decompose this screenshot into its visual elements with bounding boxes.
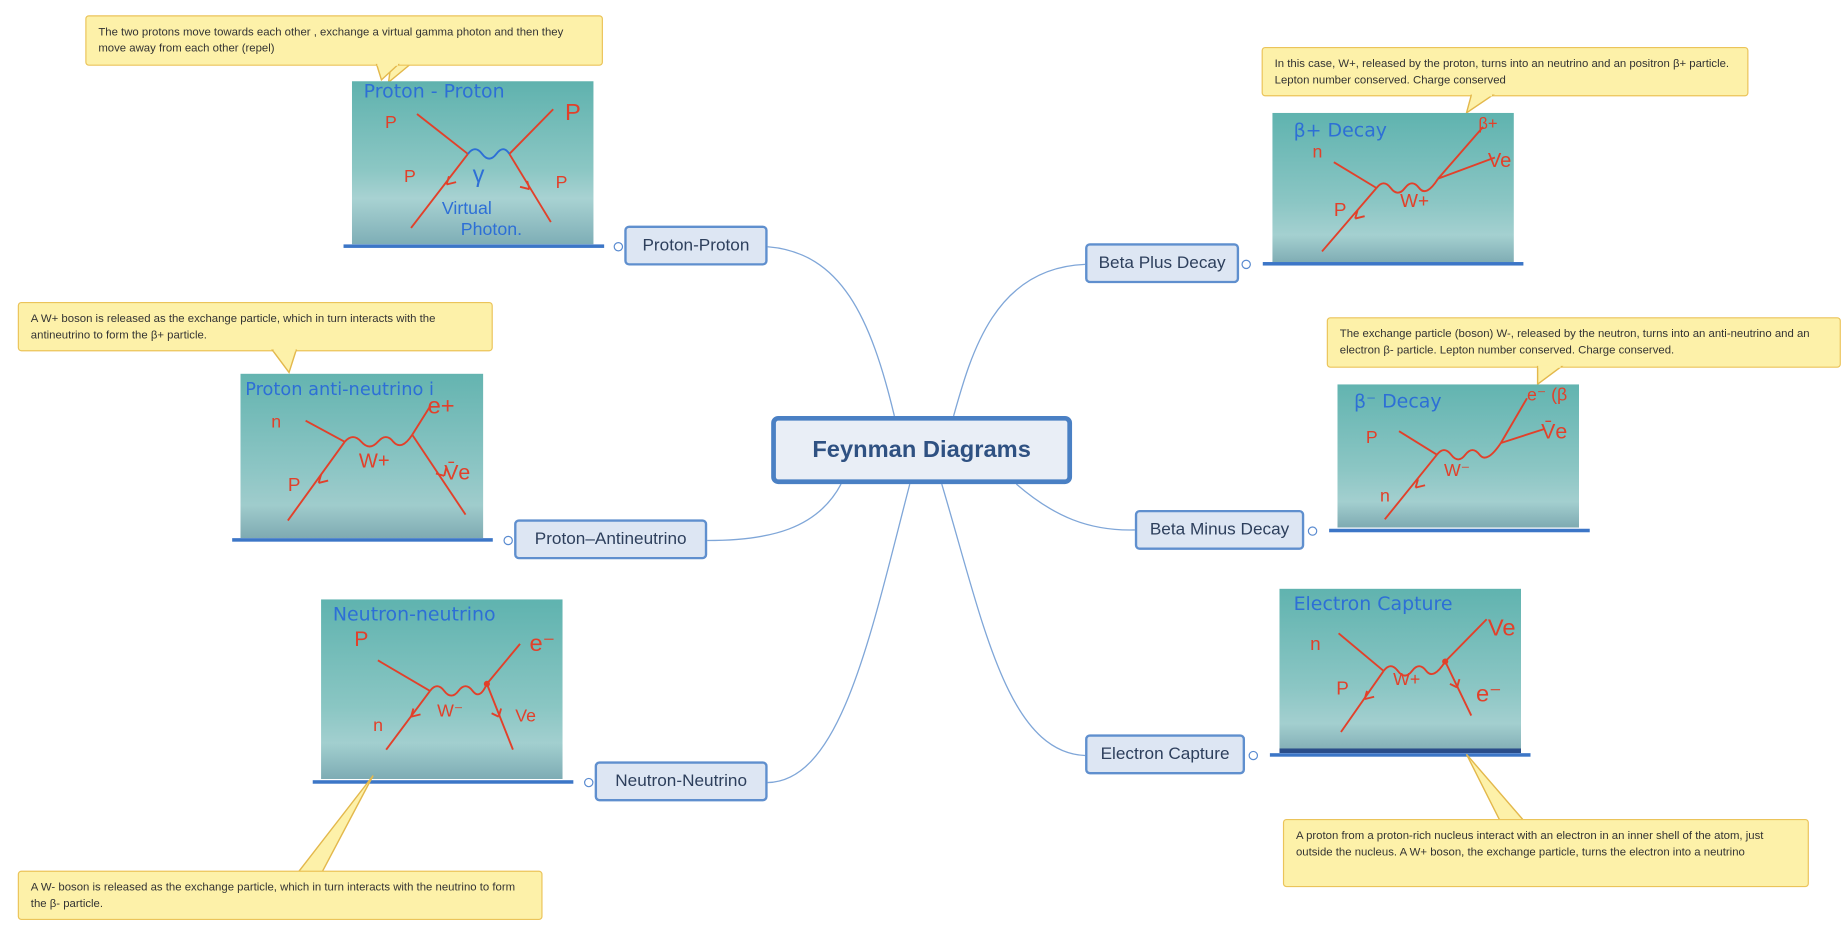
topic-electron-capture[interactable]: Electron Capture (1085, 734, 1246, 775)
label: V̄e (1541, 419, 1567, 443)
label: e⁻ (530, 630, 556, 656)
label: P (404, 166, 416, 186)
topic-beta-minus[interactable]: Beta Minus Decay (1134, 509, 1305, 550)
photo-proton-proton[interactable]: Proton - Proton P P P P γ Virtual Photon… (351, 81, 594, 245)
photo-title: β+ Decay (1294, 119, 1387, 141)
topic-underline (312, 780, 574, 784)
note-proton-antineutrino[interactable]: A W+ boson is released as the exchange p… (17, 301, 493, 352)
label: P (288, 474, 301, 495)
topic-underline (343, 244, 605, 248)
label: P (565, 99, 581, 125)
topic-proton-antineutrino[interactable]: Proton–Antineutrino (514, 519, 708, 560)
collapse-toggle[interactable] (1248, 750, 1259, 761)
note-beta-minus[interactable]: The exchange particle (boson) W-, releas… (1326, 317, 1841, 368)
label: γ (473, 161, 485, 187)
photo-title: Proton - Proton (364, 81, 505, 102)
label: W+ (359, 451, 390, 473)
label: Virtual (442, 198, 492, 218)
photo-title: Proton anti-neutrino i (245, 380, 434, 400)
photo-title: β⁻ Decay (1354, 391, 1442, 413)
note-electron-capture[interactable]: A proton from a proton-rich nucleus inte… (1282, 818, 1809, 888)
label: W⁻ (1444, 460, 1470, 480)
label: e⁻ (1476, 681, 1502, 707)
topic-proton-proton[interactable]: Proton-Proton (624, 225, 768, 266)
collapse-toggle[interactable] (1307, 526, 1318, 536)
label: P (1336, 677, 1349, 698)
photo-beta-plus[interactable]: β+ Decay β+ n Ve W+ P (1272, 112, 1514, 263)
label: e⁻ (β (1527, 385, 1567, 405)
label: n (1380, 486, 1390, 506)
label: W+ (1400, 190, 1429, 211)
label: P (354, 628, 368, 651)
photo-title: Neutron-neutrino (333, 603, 496, 625)
label: n (271, 412, 281, 432)
photo-proton-antineutrino[interactable]: Proton anti-neutrino i n e+ W+ P V̄e (240, 373, 484, 539)
topic-underline (1262, 262, 1524, 266)
label: Ve (1488, 150, 1512, 172)
topic-beta-plus[interactable]: Beta Plus Decay (1085, 243, 1240, 284)
label: n (1313, 142, 1323, 162)
note-neutron-neutrino[interactable]: A W- boson is released as the exchange p… (17, 870, 543, 921)
topic-neutron-neutrino[interactable]: Neutron-Neutrino (594, 761, 768, 802)
label: β+ (1478, 115, 1497, 133)
photo-neutron-neutrino[interactable]: Neutron-neutrino P e⁻ W⁻ n Ve (321, 599, 563, 780)
label: Photon. (461, 219, 522, 239)
label: P (1334, 199, 1347, 220)
collapse-toggle[interactable] (1241, 259, 1251, 270)
label: P (1366, 427, 1378, 447)
note-proton-proton[interactable]: The two protons move towards each other … (85, 15, 603, 66)
label: W⁻ (437, 701, 463, 721)
collapse-toggle[interactable] (613, 242, 624, 252)
photo-beta-minus[interactable]: β⁻ Decay e⁻ (β P V̄e W⁻ n (1337, 384, 1580, 528)
label: P (556, 172, 568, 192)
central-topic[interactable]: Feynman Diagrams (771, 415, 1073, 485)
label: W+ (1393, 669, 1420, 689)
label: n (373, 715, 383, 735)
label: Ve (1488, 615, 1516, 641)
photo-electron-capture[interactable]: Electron Capture n Ve W+ P e⁻ (1279, 588, 1522, 754)
collapse-toggle[interactable] (584, 777, 594, 788)
label: P (385, 112, 397, 132)
collapse-toggle[interactable] (503, 535, 513, 546)
label: n (1310, 633, 1321, 654)
topic-underline (1329, 528, 1590, 533)
label: V̄e (444, 460, 470, 484)
topic-underline (1269, 753, 1531, 757)
topic-underline (232, 538, 493, 542)
photo-title: Electron Capture (1294, 593, 1453, 615)
label: e+ (428, 393, 455, 419)
label: Ve (515, 706, 536, 726)
note-beta-plus[interactable]: In this case, W+, released by the proton… (1261, 47, 1749, 97)
